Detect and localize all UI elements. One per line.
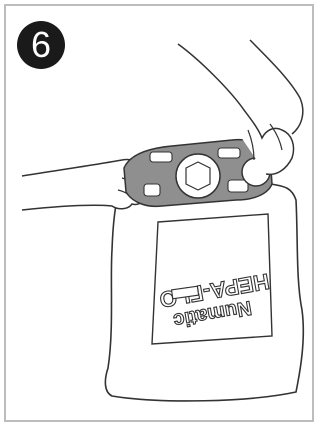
collar-slot [218, 148, 240, 158]
dust-bag-icon: Numatic HEPA-FLO [105, 179, 303, 401]
collar-slot [144, 184, 160, 196]
step-number: 6 [17, 21, 65, 69]
collar-slot [150, 152, 172, 162]
